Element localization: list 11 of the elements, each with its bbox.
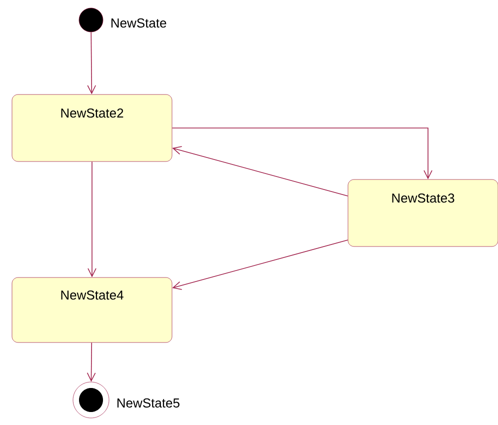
state-box: NewState2 [12, 94, 172, 162]
state-box: NewState3 [348, 179, 498, 247]
arrow [172, 146, 348, 196]
arrow [87, 32, 96, 94]
state-label: NewState [111, 18, 166, 28]
arrow [172, 128, 432, 180]
state-label: NewState5 [117, 398, 180, 408]
arrow [88, 161, 96, 278]
arrow [86, 342, 96, 382]
arrow [172, 240, 348, 290]
state-box: NewState4 [12, 277, 172, 343]
